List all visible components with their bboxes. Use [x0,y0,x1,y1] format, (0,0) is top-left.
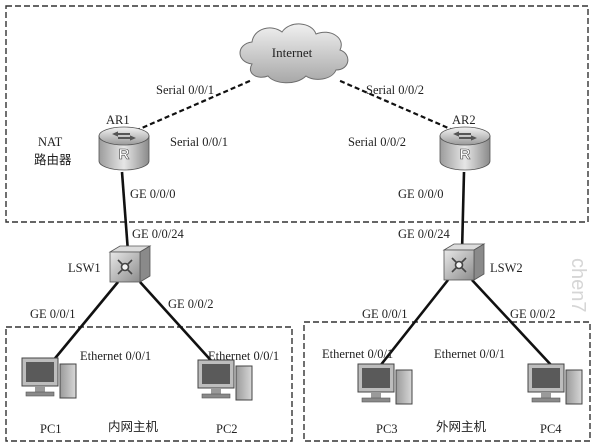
router-ar1: R [98,126,150,171]
ar1-name-label: AR1 [106,113,130,127]
inner-network-box [5,326,293,442]
internet-cloud: Internet [239,23,349,84]
port-label-pc1-eth: Ethernet 0/0/1 [80,349,151,363]
outer-network-box [303,321,591,442]
router-ar1-glyph: R [119,146,130,163]
pc2-name-label: PC2 [216,422,238,436]
link-ar1-lsw1 [120,171,130,253]
ar2-name-label: AR2 [452,113,476,127]
port-label-ar1-serial-001: Serial 0/0/1 [170,135,228,149]
serial-link-ar2-internet [337,78,463,136]
pc4-computer-icon [527,363,583,405]
port-label-lsw2-ge001: GE 0/0/1 [362,307,407,321]
link-lsw2-pc3 [378,279,450,367]
port-label-internet-serial-001: Serial 0/0/1 [156,83,214,97]
router-cn-label: 路由器 [34,152,72,167]
pc3-computer-icon [357,363,413,405]
port-label-lsw2-ge002: GE 0/0/2 [510,307,555,321]
link-lsw1-pc1 [50,281,120,363]
link-lsw1-pc2 [139,281,217,367]
lsw1-name-label: LSW1 [68,261,101,275]
port-label-lsw1-uplink: GE 0/0/24 [132,227,184,241]
router-ar2: R [439,126,491,171]
port-label-ar1-ge: GE 0/0/0 [130,187,175,201]
pc1-name-label: PC1 [40,422,62,436]
pc3-name-label: PC3 [376,422,398,436]
port-label-ar2-serial-002: Serial 0/0/2 [348,135,406,149]
pc4-name-label: PC4 [540,422,562,436]
port-label-internet-serial-002: Serial 0/0/2 [366,83,424,97]
router-ar2-glyph: R [460,146,471,163]
link-lsw2-pc4 [471,279,553,367]
port-label-lsw2-uplink: GE 0/0/24 [398,227,450,241]
pc1-computer-icon [21,357,77,399]
serial-link-ar1-internet [127,78,253,136]
port-label-ar2-ge: GE 0/0/0 [398,187,443,201]
inner-hosts-label: 内网主机 [108,419,159,434]
pc2-computer-icon [197,359,253,401]
port-label-pc3-eth: Ethernet 0/0/1 [322,347,393,361]
port-label-lsw1-ge001: GE 0/0/1 [30,307,75,321]
internet-label: Internet [272,45,313,60]
switch-lsw2 [442,243,486,281]
switch-lsw1 [108,245,152,283]
outer-hosts-label: 外网主机 [436,419,487,434]
port-label-lsw1-ge002: GE 0/0/2 [168,297,213,311]
watermark-text: chen7 [567,258,589,313]
link-ar2-lsw2 [460,171,466,253]
switch-lsw2-arrows-icon [451,257,467,273]
nat-label: NAT [38,135,63,149]
port-label-pc4-eth: Ethernet 0/0/1 [434,347,505,361]
lsw2-name-label: LSW2 [490,261,523,275]
nat-region-box [5,5,589,223]
port-label-pc2-eth: Ethernet 0/0/1 [208,349,279,363]
switch-lsw1-arrows-icon [117,259,133,275]
